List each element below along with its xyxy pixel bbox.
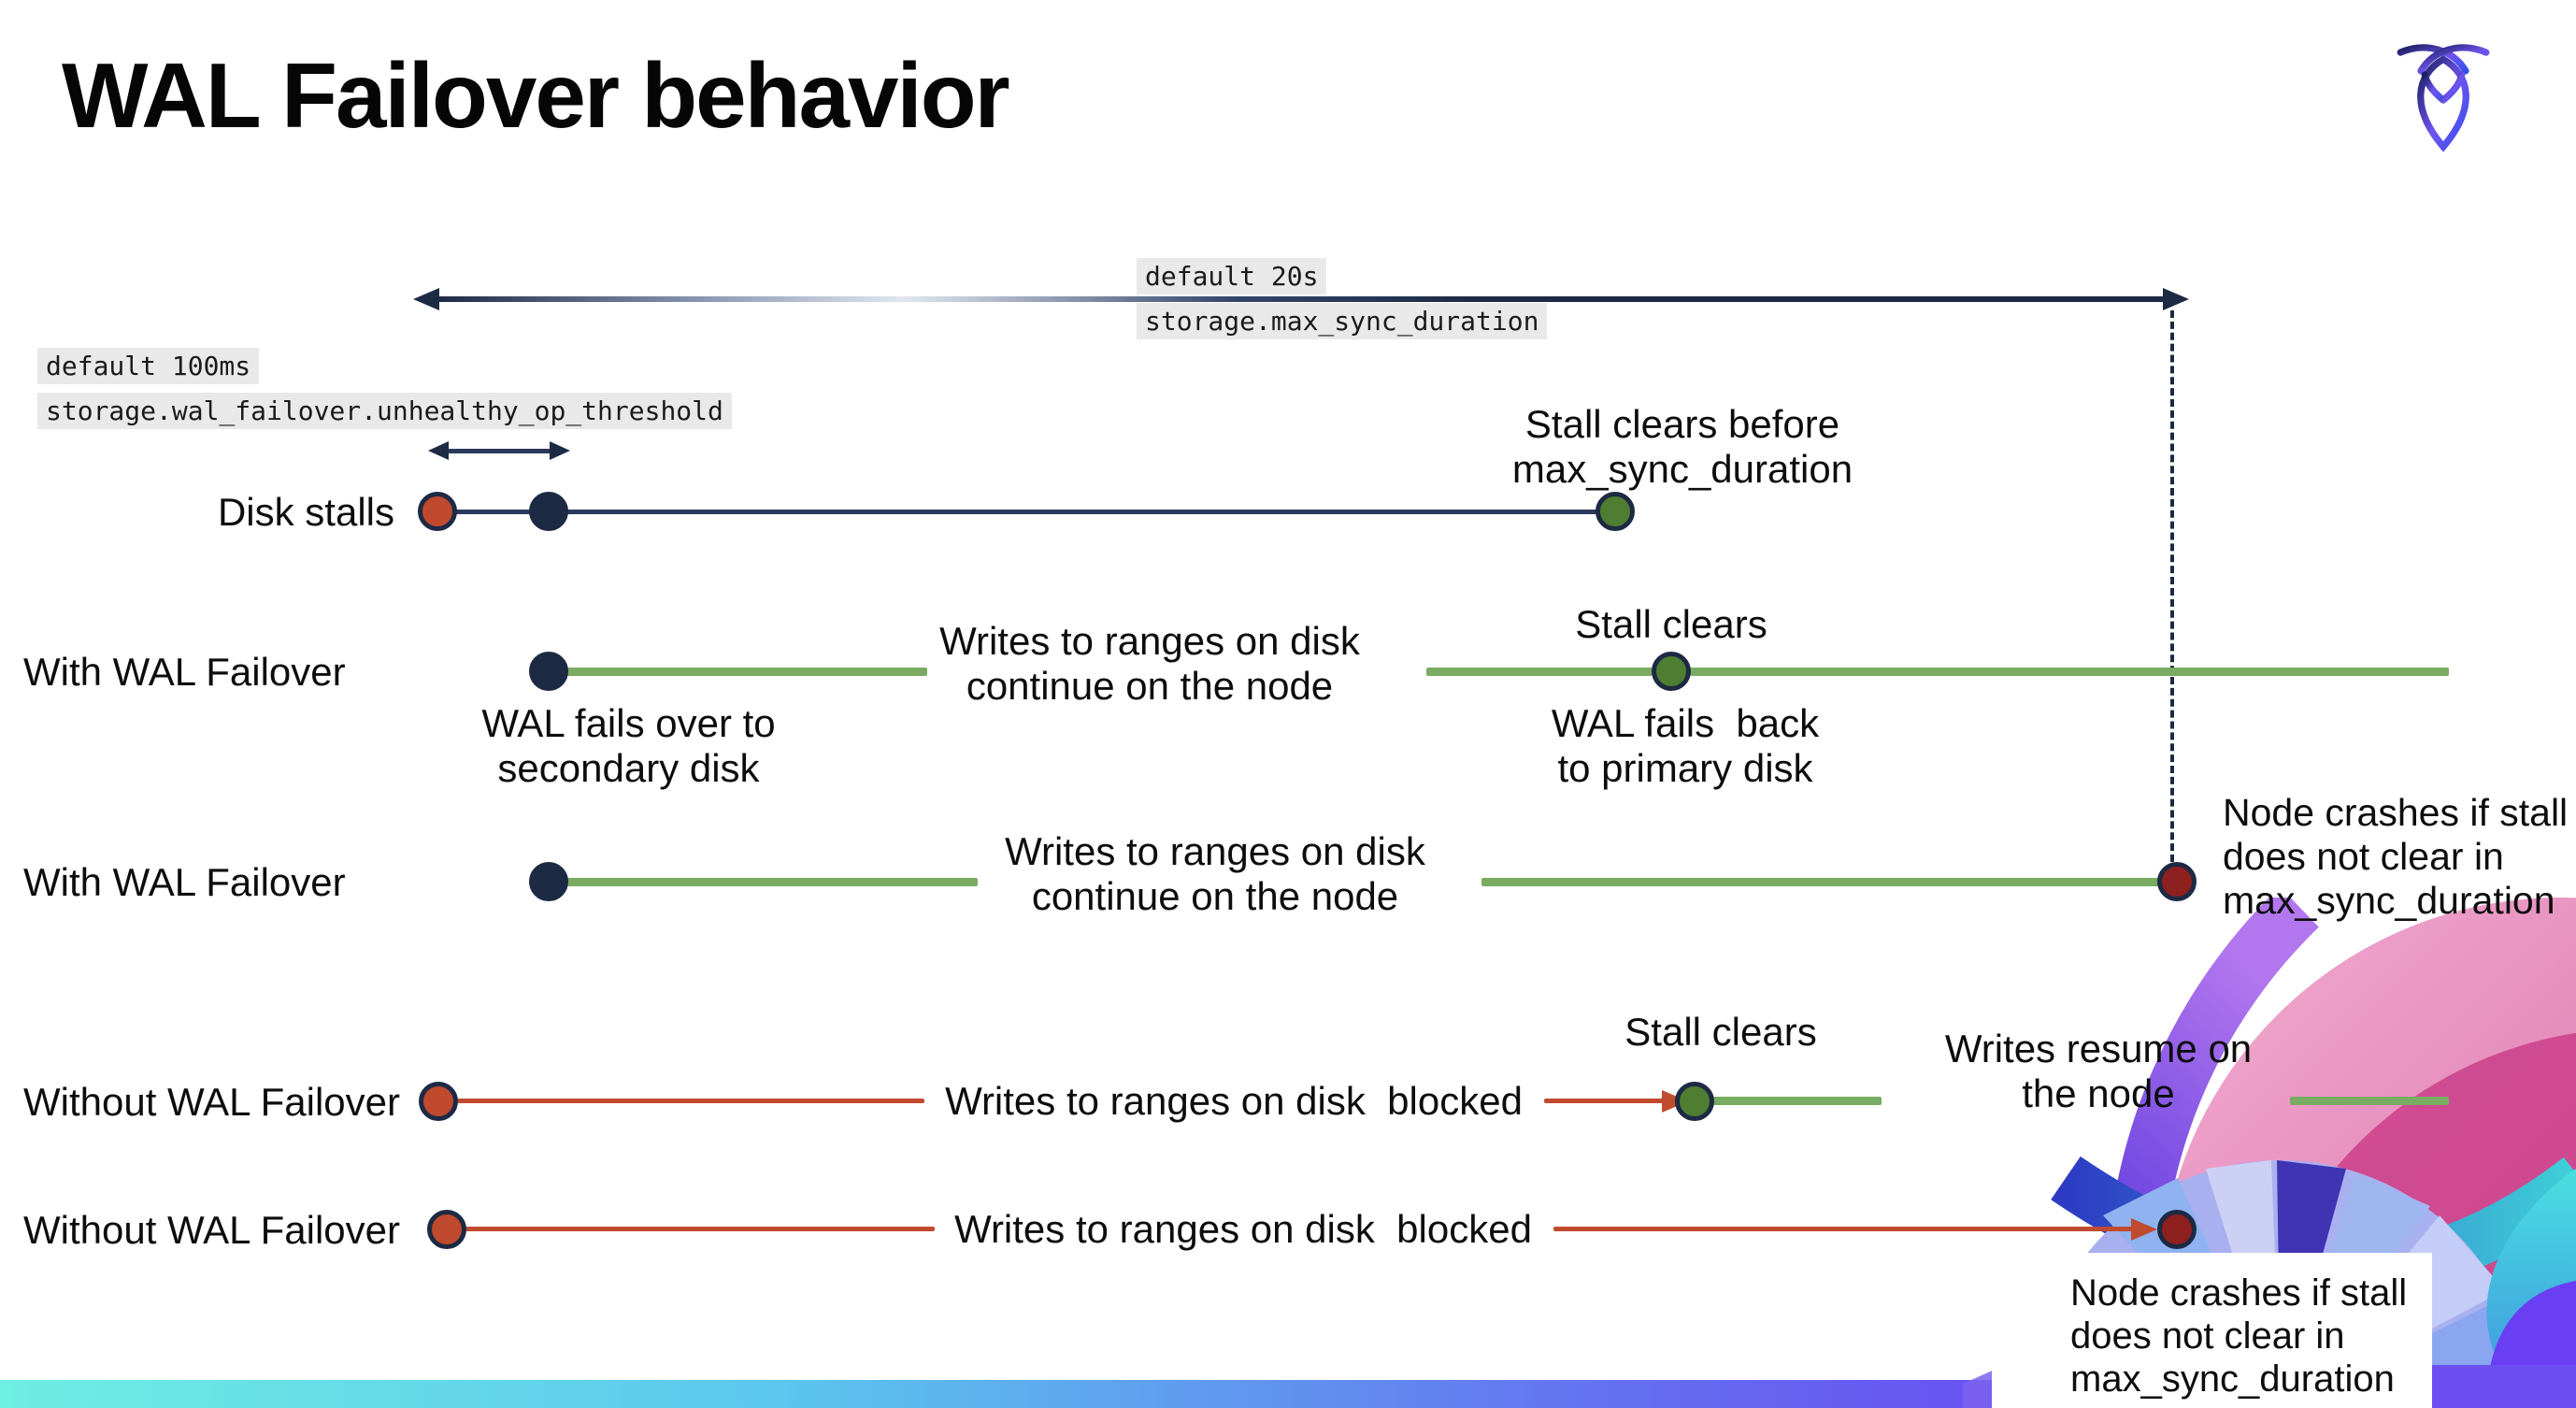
stall-clears-dot: [1652, 652, 1691, 691]
row-label-with-wal-failover-1: With WAL Failover: [23, 650, 346, 694]
green-timeline-seg: [561, 668, 927, 676]
writes-blocked-note-1: Writes to ranges on disk blocked: [945, 1079, 1523, 1123]
red-arrowhead-icon: [2131, 1218, 2157, 1241]
failover-dot-1: [529, 652, 568, 691]
row-label-with-wal-failover-2: With WAL Failover: [23, 860, 346, 904]
writes-continue-note-1: Writes to ranges on disk continue on the…: [939, 619, 1360, 708]
green-timeline-seg: [2290, 1097, 2449, 1105]
row-label-without-wal-failover-1: Without WAL Failover: [23, 1080, 400, 1124]
stall-clears-before-note: Stall clears before max_sync_duration: [1511, 402, 1853, 491]
node-crash-dot-2: [2157, 1210, 2197, 1249]
writes-resume-note: Writes resume on the node: [1944, 1027, 2253, 1115]
max-sync-duration-span-line: [437, 296, 2165, 302]
writes-continue-note-2: Writes to ranges on disk continue on the…: [1005, 829, 1425, 918]
max-sync-deadline-dashed-line: [2170, 310, 2174, 862]
red-blocked-seg: [1553, 1227, 2135, 1231]
node-crash-note-1: Node crashes if stall does not clear in …: [2223, 791, 2569, 922]
green-timeline-seg: [1713, 1097, 1882, 1105]
green-timeline-seg: [1690, 668, 2449, 676]
red-blocked-seg: [1544, 1099, 1667, 1103]
max-sync-default-label: default 20s: [1137, 258, 1327, 295]
small-arrowhead-right-icon: [550, 441, 570, 460]
page-title: WAL Failover behavior: [62, 44, 1010, 147]
stall-clears-note-2: Stall clears: [1624, 1010, 1817, 1054]
row-label-without-wal-failover-2: Without WAL Failover: [23, 1208, 400, 1252]
green-timeline-seg: [1481, 878, 2159, 886]
cockroachdb-logo-icon: [2397, 44, 2490, 152]
max-sync-setting-label: storage.max_sync_duration: [1137, 303, 1548, 339]
row-label-disk-stalls: Disk stalls: [217, 490, 394, 534]
red-blocked-seg: [457, 1099, 924, 1103]
disk-stalls-timeline: [437, 510, 1615, 514]
threshold-span-line: [443, 449, 551, 453]
threshold-default-label: default 100ms: [37, 348, 260, 384]
disk-stall-start-dot: [419, 1082, 458, 1121]
stall-clears-dot: [1675, 1082, 1714, 1121]
stall-clears-note-1: Stall clears: [1575, 602, 1767, 646]
disk-stall-start-dot: [427, 1210, 466, 1249]
arrowhead-right-icon: [2163, 288, 2189, 310]
disk-stall-start-dot: [418, 492, 457, 531]
red-blocked-seg: [465, 1227, 935, 1231]
threshold-setting-label: storage.wal_failover.unhealthy_op_thresh…: [37, 393, 732, 429]
failover-dot-2: [529, 862, 568, 901]
arrowhead-left-icon: [413, 288, 439, 310]
green-timeline-seg: [1426, 668, 1653, 676]
node-crash-note-2: Node crashes if stall does not clear in …: [2070, 1272, 2408, 1400]
stall-clears-dot: [1596, 492, 1635, 531]
small-arrowhead-left-icon: [428, 441, 449, 460]
writes-blocked-note-2: Writes to ranges on disk blocked: [954, 1207, 1532, 1251]
threshold-reached-dot: [529, 492, 568, 531]
node-crash-dot-1: [2157, 862, 2197, 901]
node-crash-label-box: Node crashes if stall does not clear in …: [1992, 1253, 2432, 1408]
green-timeline-seg: [561, 878, 978, 886]
wal-fails-back-note: WAL fails back to primary disk: [1551, 701, 1820, 790]
wal-fails-over-note: WAL fails over to secondary disk: [481, 701, 776, 790]
